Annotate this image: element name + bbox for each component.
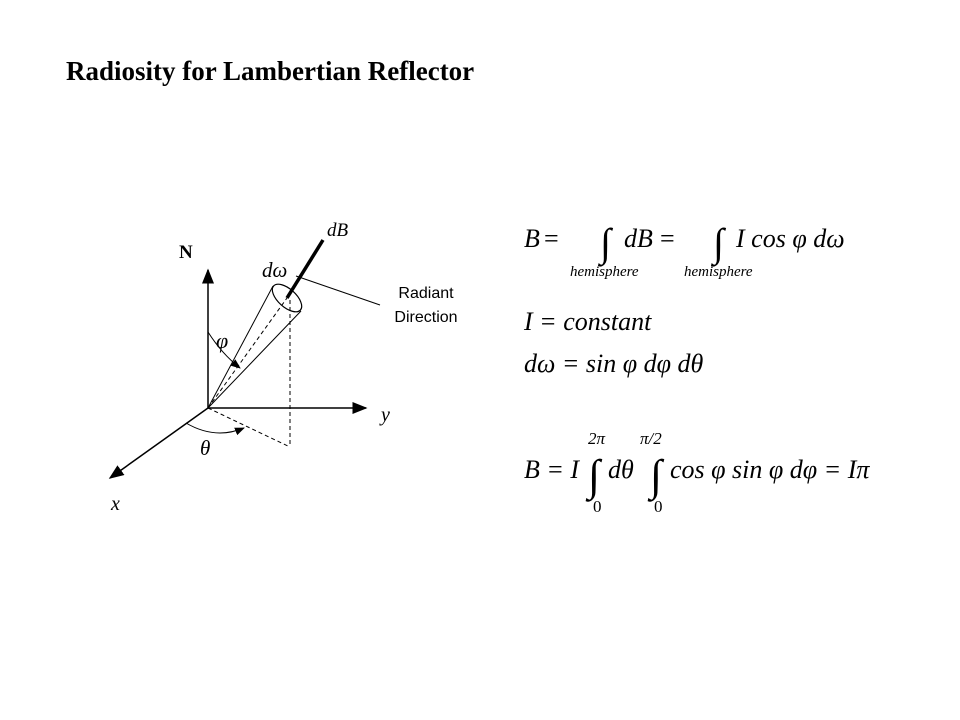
eq1-limit-2: hemisphere — [684, 264, 753, 280]
eq1-integral-1: ∫ — [597, 220, 614, 267]
eq1-lhs: B — [524, 224, 540, 253]
eq1-equals-2: = — [660, 224, 675, 253]
radiant-label-line1: Radiant — [398, 285, 454, 302]
db-vector — [285, 239, 325, 299]
y-label: y — [379, 404, 390, 426]
eq4-integral-2: ∫ — [647, 451, 665, 502]
eq4-int1-upper: 2π — [588, 429, 606, 448]
eq4-int2-upper: π/2 — [640, 429, 662, 448]
eq1-limit-1: hemisphere — [570, 264, 639, 280]
eq1-int1-body: dB — [624, 224, 653, 253]
equation-3: dω = sin φ dφ dθ — [524, 349, 704, 378]
eq4-int1-lower: 0 — [593, 497, 602, 516]
radiant-label-line2: Direction — [394, 309, 457, 326]
d-omega-label: dω — [262, 258, 287, 282]
cone-edge-right — [207, 310, 302, 409]
cone-edge-left — [207, 285, 274, 409]
equation-1: B = ∫ dB = ∫ I cos φ dω hemisphere hemis… — [524, 220, 845, 280]
eq4-lhs: B = I — [524, 455, 580, 484]
ground-projection — [207, 407, 291, 448]
slide-title: Radiosity for Lambertian Reflector — [66, 56, 475, 86]
equation-4: B = I 2π ∫ 0 dθ π/2 ∫ 0 cos φ sin φ dφ =… — [524, 429, 870, 516]
radiant-leader — [295, 275, 381, 306]
x-label: x — [110, 493, 120, 515]
phi-label: φ — [216, 328, 228, 353]
theta-arc — [185, 422, 245, 436]
eq1-int2-body: I cos φ dω — [735, 224, 845, 253]
theta-label: θ — [200, 436, 210, 460]
phi-arc — [207, 331, 241, 369]
eq4-int2-lower: 0 — [654, 497, 663, 516]
cone-axis-dashed — [207, 297, 288, 409]
eq1-equals-1: = — [544, 224, 559, 253]
db-label: dB — [327, 220, 349, 241]
eq1-integral-2: ∫ — [710, 220, 727, 267]
x-axis — [108, 407, 209, 479]
eq4-int2-body: cos φ sin φ dφ = Iπ — [670, 455, 870, 484]
equation-2: I = constant — [523, 307, 652, 336]
eq4-integral-1: ∫ — [585, 451, 603, 502]
eq4-int1-body: dθ — [608, 455, 634, 484]
normal-label: N — [179, 242, 193, 263]
